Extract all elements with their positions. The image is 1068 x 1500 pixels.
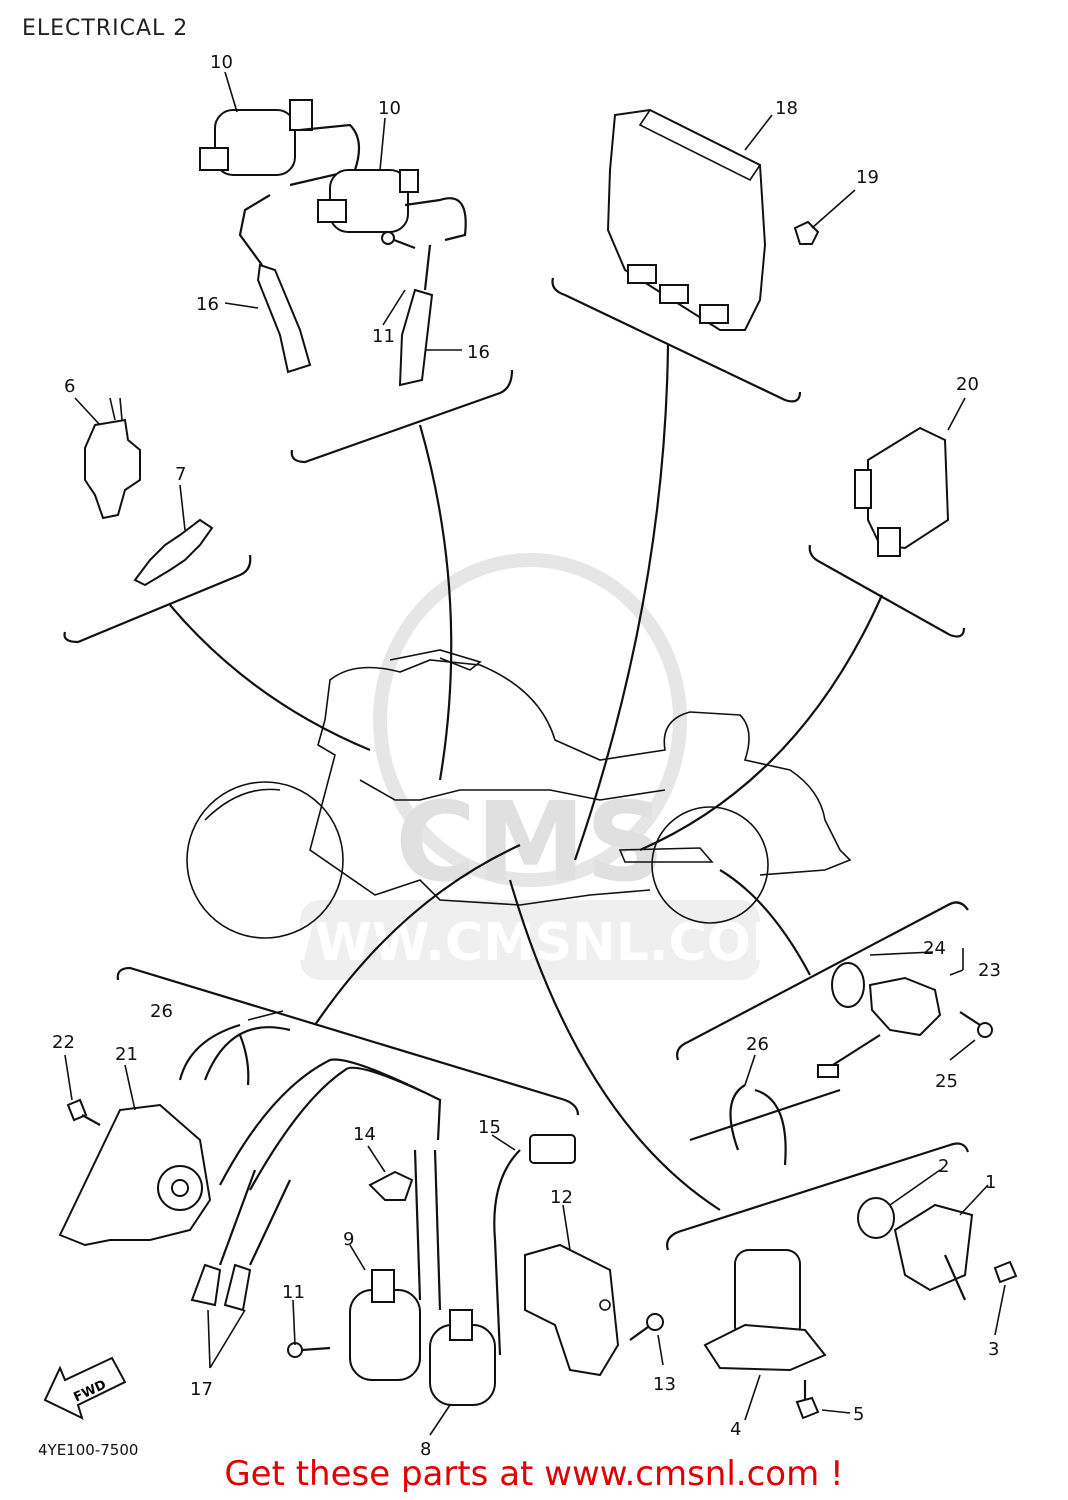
callout-label: 11 <box>372 326 395 347</box>
callout-label: 16 <box>196 294 219 315</box>
page-title: ELECTRICAL 2 <box>22 16 189 41</box>
callout-label: 2 <box>938 1156 949 1177</box>
callout-label: 6 <box>64 376 75 397</box>
watermark-brand: CMS <box>395 778 664 906</box>
bolt-13 <box>629 1313 664 1341</box>
thermo-switch-6 <box>84 397 141 520</box>
lead-15 <box>493 1134 576 1356</box>
callout-label: 3 <box>988 1339 999 1360</box>
callout-label: 20 <box>956 374 979 395</box>
horn-21 <box>58 1103 212 1247</box>
callout-label: 10 <box>378 98 401 119</box>
fwd-arrow: FWD <box>43 1356 127 1420</box>
bolt-5 <box>795 1380 820 1420</box>
diagram-code: 4YE100-7500 <box>38 1441 138 1459</box>
callout-label: 24 <box>923 938 946 959</box>
screw-3 <box>993 1260 1018 1284</box>
callout-label: 18 <box>775 98 798 119</box>
switch-1 <box>857 1197 974 1301</box>
leader-curves <box>169 344 884 1211</box>
footer-link[interactable]: Get these parts at www.cmsnl.com ! <box>224 1454 844 1494</box>
plug-cap-right <box>398 244 434 387</box>
relay-20 <box>854 426 950 557</box>
callout-label: 1 <box>985 1172 996 1193</box>
callout-label: 5 <box>853 1404 864 1425</box>
callout-label: 8 <box>420 1439 431 1460</box>
callout-label: 9 <box>343 1229 354 1250</box>
callout-label: 21 <box>115 1044 138 1065</box>
callout-leaders <box>64 71 1006 1436</box>
screw-11-lower <box>287 1342 331 1358</box>
callout-label: 23 <box>978 960 1001 981</box>
harness-26-left <box>178 1023 291 1086</box>
solenoid-4 <box>703 1249 827 1372</box>
plug-wires-17 <box>190 1058 442 1312</box>
callout-label: 22 <box>52 1032 75 1053</box>
sensor-7 <box>133 518 214 587</box>
bracket-12 <box>524 1243 620 1377</box>
harness-26-right <box>689 1064 841 1166</box>
callout-label: 4 <box>730 1419 741 1440</box>
group-brackets <box>63 277 970 1251</box>
callout-labels: 10 10 18 19 16 11 16 6 20 7 24 23 26 22 … <box>52 52 1001 1460</box>
callout-label: 26 <box>150 1001 173 1022</box>
clamp-14 <box>368 1170 414 1201</box>
coil-8 <box>429 1309 496 1406</box>
callout-label: 19 <box>856 167 879 188</box>
bolt-22 <box>66 1098 101 1126</box>
motorcycle-outline <box>186 649 852 939</box>
ecu-unit <box>606 108 767 331</box>
coil-9 <box>349 1149 442 1381</box>
callout-label: 25 <box>935 1071 958 1092</box>
callout-label: 15 <box>478 1117 501 1138</box>
plug-cap-left <box>256 263 312 374</box>
callout-label: 16 <box>467 342 490 363</box>
callout-label: 12 <box>550 1187 573 1208</box>
ignition-coil-upper-right <box>317 169 467 242</box>
screw-11-upper <box>381 231 416 250</box>
callout-label: 11 <box>282 1282 305 1303</box>
watermark: CMS WWW.CMSNL.COM <box>257 553 803 980</box>
callout-label: 26 <box>746 1034 769 1055</box>
callout-label: 13 <box>653 1374 676 1395</box>
callout-label: 7 <box>175 464 186 485</box>
callout-label: 10 <box>210 52 233 73</box>
ignition-coil-upper-left <box>199 99 361 266</box>
callout-label: 17 <box>190 1379 213 1400</box>
speed-sensor-23 <box>824 962 993 1071</box>
callout-label: 14 <box>353 1124 376 1145</box>
